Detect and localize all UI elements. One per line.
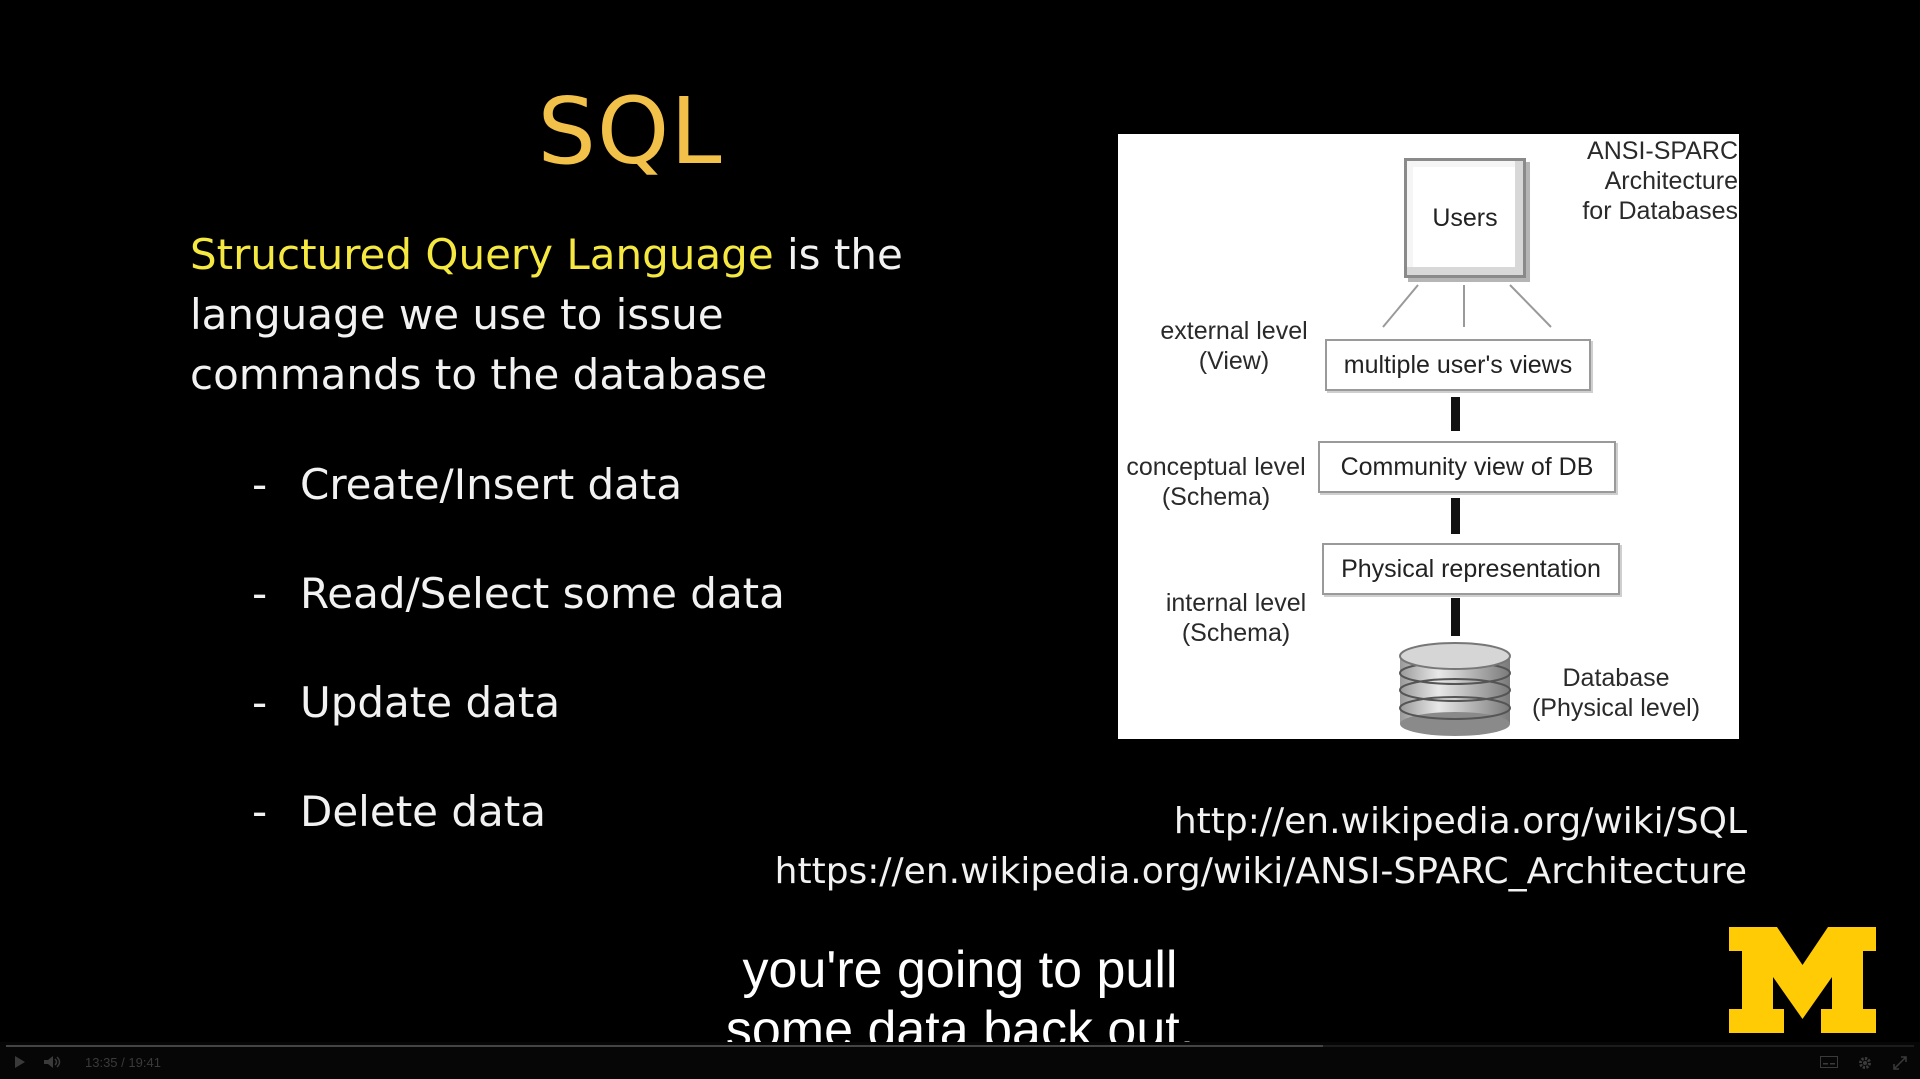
external-level-label: external level (View) [1144, 316, 1324, 376]
diagram-heading: ANSI-SPARC Architecture for Databases [1573, 136, 1738, 226]
progress-fill [6, 1045, 1323, 1047]
users-label: Users [1432, 203, 1498, 232]
external-view-label: multiple user's views [1343, 350, 1573, 379]
university-m-logo [1729, 927, 1876, 1033]
list-item: -Create/Insert data [252, 452, 785, 561]
database-label: Database (Physical level) [1516, 663, 1716, 723]
bullet-dash: - [252, 569, 268, 618]
bullet-dash: - [252, 678, 268, 727]
bullet-dash: - [252, 460, 268, 509]
database-icon [1399, 642, 1511, 736]
ansi-sparc-diagram: ANSI-SPARC Architecture for Databases Us… [1118, 134, 1739, 739]
external-level-sub: (View) [1198, 347, 1270, 375]
play-icon[interactable] [14, 1056, 26, 1068]
diagram-heading-line: Architecture [1604, 167, 1738, 195]
list-item: -Update data [252, 670, 785, 779]
ansi-sparc-wikipedia-link[interactable]: https://en.wikipedia.org/wiki/ANSI-SPARC… [774, 851, 1747, 892]
list-item: -Read/Select some data [252, 561, 785, 670]
captions-icon[interactable] [1820, 1056, 1838, 1068]
player-controls: 13:35 / 19:41 [0, 1042, 1920, 1079]
conceptual-level-label: conceptual level (Schema) [1118, 452, 1314, 512]
fullscreen-icon[interactable] [1893, 1056, 1907, 1070]
connector-bar [1451, 397, 1460, 431]
slide-intro: Structured Query Language is the languag… [190, 225, 950, 405]
internal-level-sub: (Schema) [1181, 619, 1291, 647]
physical-representation-box: Physical representation [1322, 543, 1620, 595]
users-box: Users [1404, 158, 1526, 278]
internal-level-label: internal level (Schema) [1148, 588, 1324, 648]
progress-bar[interactable] [6, 1045, 1914, 1047]
time-separator: / [121, 1055, 125, 1070]
conceptual-level-text: conceptual level [1126, 453, 1306, 481]
bullet-dash: - [252, 787, 268, 836]
external-level-text: external level [1160, 317, 1308, 345]
current-time: 13:35 [85, 1055, 118, 1070]
bullet-label: Update data [300, 678, 561, 727]
diagram-heading-line: for Databases [1582, 197, 1738, 225]
conceptual-level-sub: (Schema) [1161, 483, 1271, 511]
internal-level-text: internal level [1165, 589, 1307, 617]
list-item: -Delete data [252, 779, 785, 888]
conceptual-view-box: Community view of DB [1318, 441, 1616, 493]
external-view-box: multiple user's views [1325, 339, 1591, 391]
bullet-label: Read/Select some data [300, 569, 785, 618]
volume-icon[interactable] [44, 1056, 62, 1068]
subtitle-line: you're going to pull [742, 941, 1178, 999]
bullet-list: -Create/Insert data -Read/Select some da… [252, 452, 785, 888]
sql-wikipedia-link[interactable]: http://en.wikipedia.org/wiki/SQL [1173, 801, 1747, 842]
user-line [1382, 284, 1419, 328]
diagram-lines [1382, 284, 1552, 328]
database-label-line: Database [1562, 664, 1670, 692]
intro-highlight: Structured Query Language [190, 230, 774, 279]
intro-text: is the language we use to issue commands… [190, 230, 903, 399]
database-label-line: (Physical level) [1531, 694, 1701, 722]
duration: 19:41 [128, 1055, 161, 1070]
diagram-heading-line: ANSI-SPARC [1587, 137, 1738, 165]
time-display: 13:35 / 19:41 [85, 1055, 161, 1070]
connector-bar [1451, 498, 1460, 534]
slide-title: SQL [537, 78, 723, 185]
settings-gear-icon[interactable] [1858, 1056, 1872, 1070]
bullet-label: Create/Insert data [300, 460, 683, 509]
connector-bar [1451, 598, 1460, 636]
bullet-label: Delete data [300, 787, 546, 836]
physical-representation-label: Physical representation [1341, 554, 1601, 583]
conceptual-view-label: Community view of DB [1340, 452, 1594, 481]
user-line [1509, 284, 1552, 328]
